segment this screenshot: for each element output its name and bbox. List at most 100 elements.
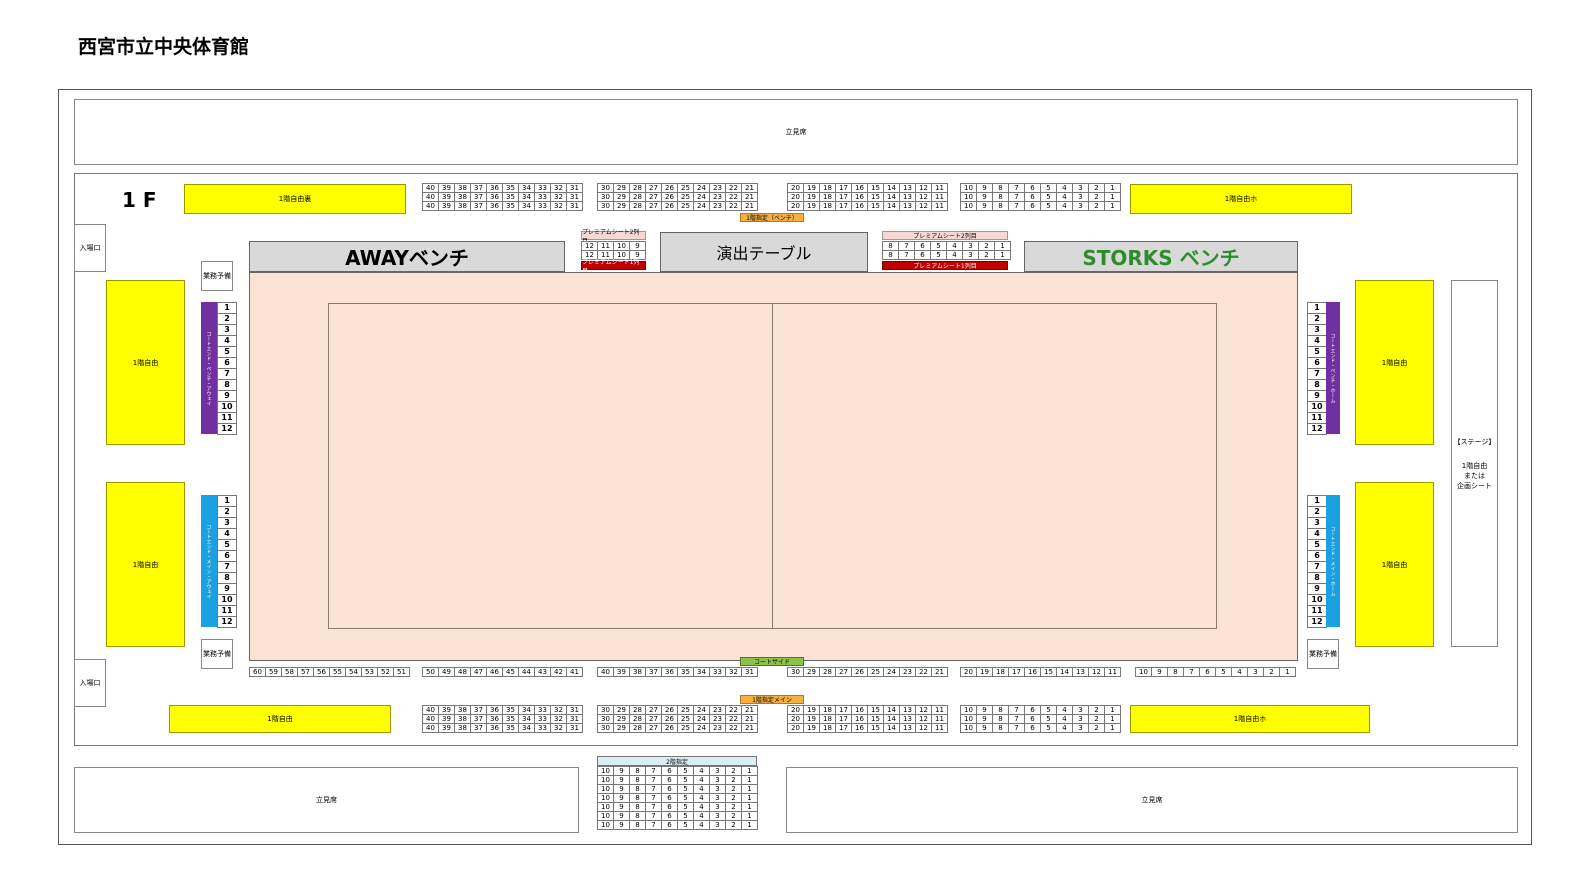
seat[interactable]: 16 [851, 714, 868, 724]
seat[interactable]: 10 [960, 705, 977, 715]
seat[interactable]: 18 [819, 192, 836, 202]
seat[interactable]: 1 [1307, 495, 1327, 507]
seat[interactable]: 1 [741, 820, 758, 830]
seat[interactable]: 7 [1008, 201, 1025, 211]
seat[interactable]: 6 [661, 820, 678, 830]
seat[interactable]: 2 [1088, 723, 1105, 733]
seat[interactable]: 6 [1024, 201, 1041, 211]
seat[interactable]: 5 [217, 346, 237, 358]
seat[interactable]: 9 [629, 250, 646, 260]
seat[interactable]: 1 [741, 784, 758, 794]
seat[interactable]: 27 [645, 201, 662, 211]
seat[interactable]: 30 [597, 201, 614, 211]
seat[interactable]: 37 [645, 667, 662, 677]
seat[interactable]: 14 [883, 705, 900, 715]
seat[interactable]: 26 [661, 723, 678, 733]
seat[interactable]: 11 [931, 192, 948, 202]
seat[interactable]: 5 [677, 820, 694, 830]
seat[interactable]: 7 [1307, 561, 1327, 573]
seat[interactable]: 2 [1307, 506, 1327, 518]
seat[interactable]: 3 [1307, 324, 1327, 336]
seat[interactable]: 2 [725, 775, 742, 785]
seat[interactable]: 48 [454, 667, 471, 677]
seat[interactable]: 32 [550, 714, 567, 724]
seat[interactable]: 19 [803, 714, 820, 724]
seat[interactable]: 5 [677, 793, 694, 803]
seat[interactable]: 27 [645, 183, 662, 193]
seat[interactable]: 1 [741, 775, 758, 785]
seat[interactable]: 4 [693, 802, 710, 812]
seat[interactable]: 24 [693, 183, 710, 193]
seat[interactable]: 4 [1056, 183, 1073, 193]
seat[interactable]: 4 [693, 820, 710, 830]
seat[interactable]: 21 [741, 183, 758, 193]
seat[interactable]: 6 [661, 802, 678, 812]
seat[interactable]: 3 [217, 324, 237, 336]
seat[interactable]: 40 [422, 714, 439, 724]
seat[interactable]: 31 [741, 667, 758, 677]
seat[interactable]: 35 [502, 183, 519, 193]
seat[interactable]: 10 [597, 811, 614, 821]
seat[interactable]: 35 [677, 667, 694, 677]
seat[interactable]: 5 [677, 766, 694, 776]
seat[interactable]: 10 [597, 802, 614, 812]
seat[interactable]: 10 [960, 201, 977, 211]
seat[interactable]: 7 [898, 241, 915, 251]
seat[interactable]: 4 [693, 811, 710, 821]
seat[interactable]: 14 [883, 192, 900, 202]
seat[interactable]: 1 [741, 811, 758, 821]
seat[interactable]: 9 [217, 583, 237, 595]
seat[interactable]: 10 [613, 241, 630, 251]
seat[interactable]: 9 [976, 183, 993, 193]
seat[interactable]: 12 [915, 723, 932, 733]
seat[interactable]: 34 [518, 183, 535, 193]
seat[interactable]: 29 [803, 667, 820, 677]
seat[interactable]: 9 [976, 714, 993, 724]
seat[interactable]: 12 [915, 714, 932, 724]
seat[interactable]: 39 [613, 667, 630, 677]
seat[interactable]: 6 [1307, 550, 1327, 562]
seat[interactable]: 15 [867, 705, 884, 715]
seat[interactable]: 10 [217, 594, 237, 606]
seat[interactable]: 9 [613, 802, 630, 812]
seat[interactable]: 10 [960, 714, 977, 724]
seat[interactable]: 10 [597, 766, 614, 776]
seat[interactable]: 39 [438, 201, 455, 211]
seat[interactable]: 4 [1056, 714, 1073, 724]
seat[interactable]: 9 [629, 241, 646, 251]
seat[interactable]: 8 [217, 572, 237, 584]
seat[interactable]: 11 [931, 714, 948, 724]
seat[interactable]: 9 [976, 705, 993, 715]
seat[interactable]: 31 [566, 705, 583, 715]
seat[interactable]: 26 [661, 201, 678, 211]
seat[interactable]: 28 [819, 667, 836, 677]
seat[interactable]: 40 [422, 201, 439, 211]
seat[interactable]: 9 [613, 811, 630, 821]
seat[interactable]: 1 [741, 793, 758, 803]
seat[interactable]: 13 [899, 723, 916, 733]
seat[interactable]: 8 [992, 705, 1009, 715]
seat[interactable]: 24 [693, 201, 710, 211]
seat[interactable]: 41 [566, 667, 583, 677]
seat[interactable]: 22 [725, 705, 742, 715]
seat[interactable]: 11 [217, 605, 237, 617]
seat[interactable]: 7 [1008, 705, 1025, 715]
seat[interactable]: 5 [1040, 714, 1057, 724]
seat[interactable]: 8 [992, 714, 1009, 724]
seat[interactable]: 37 [470, 723, 487, 733]
seat[interactable]: 12 [217, 616, 237, 628]
seat[interactable]: 1 [741, 766, 758, 776]
seat[interactable]: 53 [361, 667, 378, 677]
seat[interactable]: 56 [313, 667, 330, 677]
seat[interactable]: 31 [566, 192, 583, 202]
seat[interactable]: 9 [613, 766, 630, 776]
seat[interactable]: 34 [518, 714, 535, 724]
seat[interactable]: 55 [329, 667, 346, 677]
seat[interactable]: 4 [1307, 335, 1327, 347]
seat[interactable]: 28 [629, 192, 646, 202]
seat[interactable]: 20 [787, 714, 804, 724]
seat[interactable]: 22 [915, 667, 932, 677]
seat[interactable]: 3 [709, 811, 726, 821]
seat[interactable]: 17 [1008, 667, 1025, 677]
seat[interactable]: 25 [867, 667, 884, 677]
